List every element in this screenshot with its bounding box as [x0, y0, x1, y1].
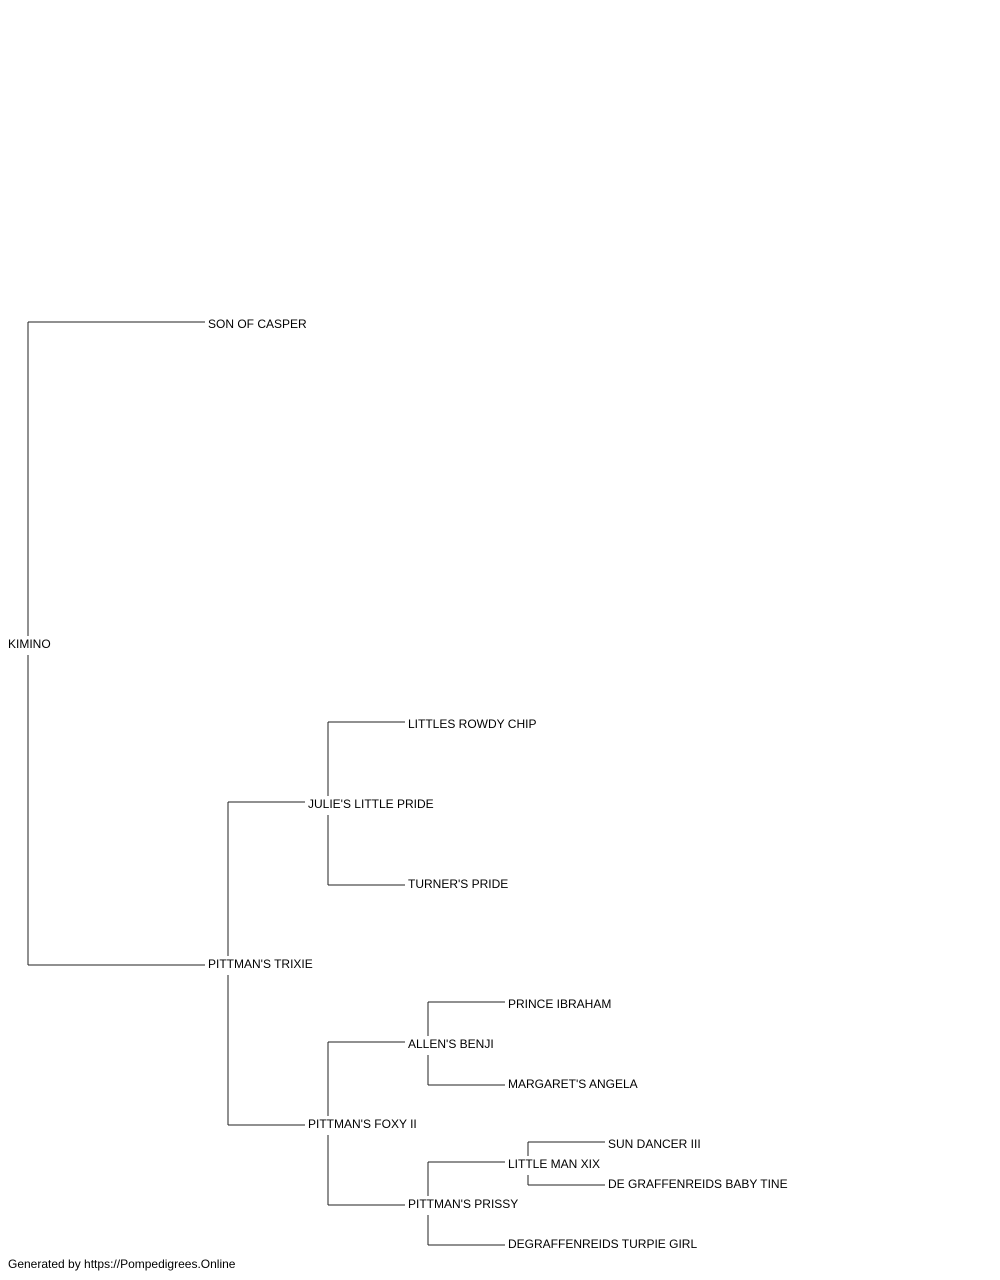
- dam-sire-dam-name[interactable]: TURNER'S PRIDE: [408, 877, 508, 891]
- dam-sire-sire-name[interactable]: LITTLES ROWDY CHIP: [408, 717, 536, 731]
- sire-name[interactable]: SON OF CASPER: [208, 317, 307, 331]
- subject-name[interactable]: KIMINO: [8, 637, 51, 651]
- dam-dam-dam-dam-name[interactable]: DEGRAFFENREIDS TURPIE GIRL: [508, 1237, 697, 1251]
- generated-by-footer: Generated by https://Pompedigrees.Online: [8, 1257, 236, 1271]
- dam-dam-sire-sire-name[interactable]: PRINCE IBRAHAM: [508, 997, 611, 1011]
- dam-dam-dam-sire-dam-name[interactable]: DE GRAFFENREIDS BABY TINE: [608, 1177, 788, 1191]
- dam-dam-sire-dam-name[interactable]: MARGARET'S ANGELA: [508, 1077, 638, 1091]
- dam-sire-name[interactable]: JULIE'S LITTLE PRIDE: [308, 797, 434, 811]
- dam-dam-sire-name[interactable]: ALLEN'S BENJI: [408, 1037, 494, 1051]
- dam-dam-dam-sire-name[interactable]: LITTLE MAN XIX: [508, 1157, 600, 1171]
- dam-dam-name[interactable]: PITTMAN'S FOXY II: [308, 1117, 417, 1131]
- dam-name[interactable]: PITTMAN'S TRIXIE: [208, 957, 313, 971]
- dam-dam-dam-name[interactable]: PITTMAN'S PRISSY: [408, 1197, 518, 1211]
- dam-dam-dam-sire-sire-name[interactable]: SUN DANCER III: [608, 1137, 701, 1151]
- pedigree-labels: KIMINO SON OF CASPER PITTMAN'S TRIXIE JU…: [8, 317, 788, 1251]
- connector-lines: [27, 321, 605, 1246]
